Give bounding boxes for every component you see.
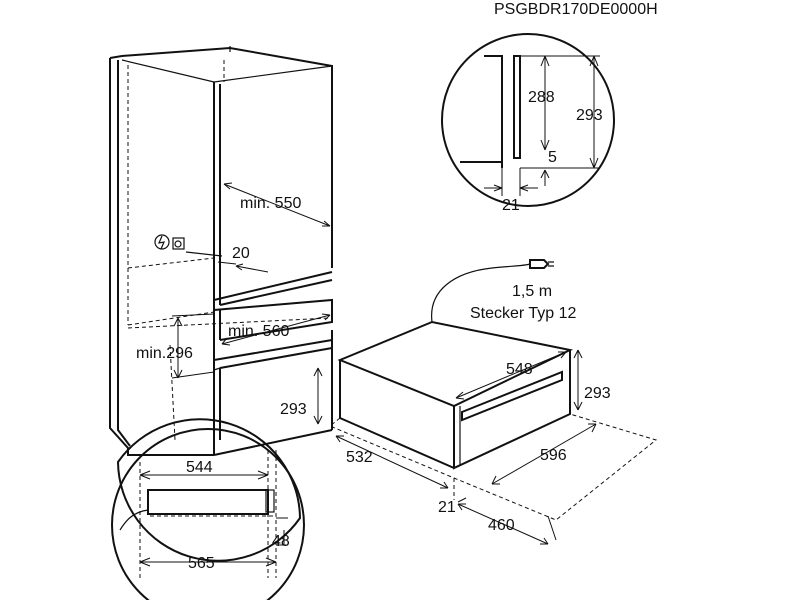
dim-min-560: min. 560 [228, 323, 289, 340]
detail-circle-bottom: 544 565 48 [111, 418, 305, 600]
dim-532: 532 [346, 449, 373, 466]
dim-21-detail: 21 [502, 197, 520, 214]
dim-min-550: min. 550 [240, 195, 301, 212]
detail-circle-top: 288 293 5 21 [441, 33, 615, 214]
dim-293-front: 293 [280, 401, 307, 418]
power-socket-icon [154, 234, 185, 250]
plug-type: Stecker Typ 12 [470, 305, 577, 322]
cabinet: min. 550 20 min. 560 min.296 [109, 46, 333, 456]
dim-293-side: 293 [584, 385, 611, 402]
dim-gap-5: 5 [548, 149, 557, 166]
dim-48: 48 [272, 533, 290, 550]
warming-drawer: 1,5 m Stecker Typ 12 548 293 293 53 [280, 259, 658, 545]
dim-596: 596 [540, 447, 567, 464]
plug-icon [529, 259, 554, 269]
dim-544: 544 [186, 459, 213, 476]
dim-548: 548 [506, 361, 533, 378]
model-code: PSGBDR170DE0000H [494, 1, 658, 18]
dim-min-296: min.296 [136, 345, 193, 362]
dim-21: 21 [438, 499, 456, 516]
dim-gap-20: 20 [232, 245, 250, 262]
dim-293-detail: 293 [576, 107, 603, 124]
cable-length: 1,5 m [512, 283, 552, 300]
dim-288: 288 [528, 89, 555, 106]
dim-565: 565 [188, 555, 215, 572]
dim-460: 460 [488, 517, 515, 534]
